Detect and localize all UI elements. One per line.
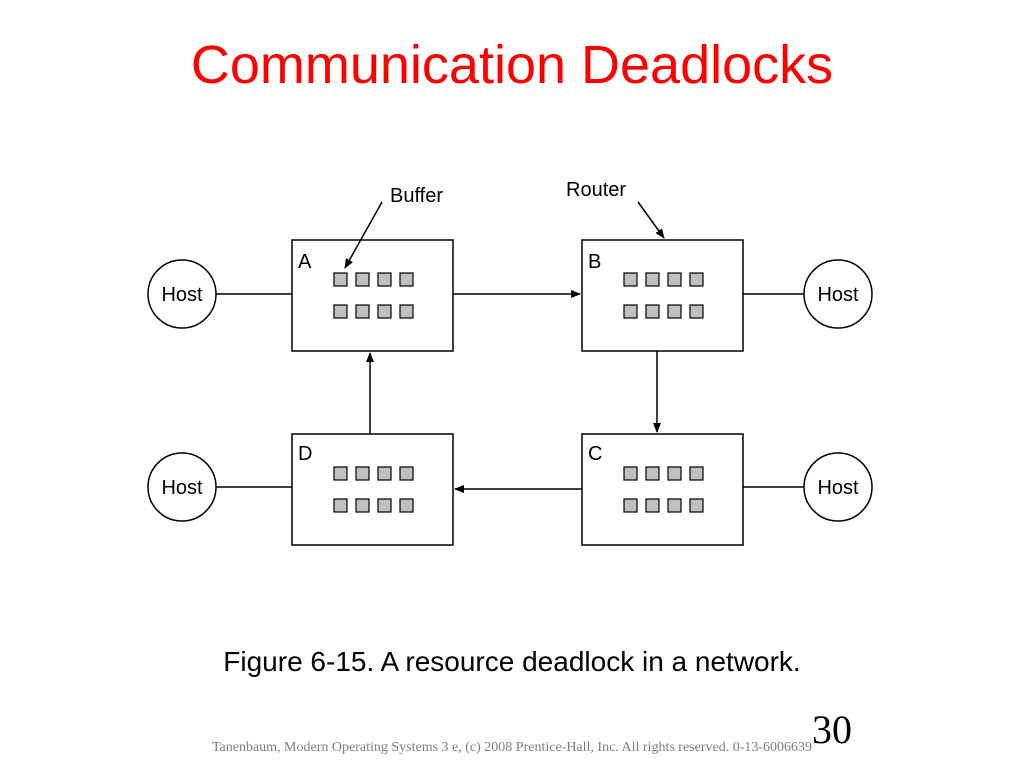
buffer-slot-a: [377, 272, 392, 287]
buffer-slot-d: [333, 498, 348, 513]
buffer-slot-b: [689, 272, 704, 287]
router-c-label: C: [588, 443, 602, 465]
router-d-label: D: [298, 443, 312, 465]
buffer-slot-d: [355, 466, 370, 481]
buffer-slot-d: [399, 466, 414, 481]
buffer-slot-b: [645, 304, 660, 319]
buffer-slot-b: [667, 304, 682, 319]
router-callout-label: Router: [566, 179, 626, 201]
slide-number: 30: [812, 707, 852, 752]
buffer-slot-c: [667, 466, 682, 481]
buffer-slot-a: [399, 304, 414, 319]
buffer-callout-label: Buffer: [390, 185, 443, 207]
buffer-slot-d: [355, 498, 370, 513]
buffer-slot-c: [645, 498, 660, 513]
host-b-label: Host: [817, 284, 859, 306]
buffer-slot-d: [377, 466, 392, 481]
buffer-slot-a: [333, 272, 348, 287]
buffer-slot-a: [377, 304, 392, 319]
copyright-footer: Tanenbaum, Modern Operating Systems 3 e,…: [211, 740, 813, 755]
router-a-box: [291, 239, 454, 352]
buffer-slot-d: [377, 498, 392, 513]
figure-caption: Figure 6-15. A resource deadlock in a ne…: [223, 646, 801, 677]
host-c-label: Host: [817, 477, 859, 499]
buffer-callout-arrow: [344, 201, 383, 269]
buffer-slot-b: [623, 272, 638, 287]
buffer-slot-a: [355, 272, 370, 287]
buffer-slot-c: [645, 466, 660, 481]
router-callout-arrow: [637, 201, 665, 239]
router-c-box: [581, 433, 744, 546]
buffer-slot-b: [645, 272, 660, 287]
slide-title: Communication Deadlocks: [190, 35, 834, 95]
buffer-slot-b: [689, 304, 704, 319]
buffer-slot-c: [689, 466, 704, 481]
buffer-slot-c: [623, 466, 638, 481]
host-a-label: Host: [161, 284, 203, 306]
router-a-label: A: [298, 251, 312, 273]
buffer-slot-c: [667, 498, 682, 513]
buffer-group: [333, 272, 704, 513]
router-b-box: [581, 239, 744, 352]
buffer-slot-d: [333, 466, 348, 481]
buffer-slot-b: [667, 272, 682, 287]
buffer-slot-b: [623, 304, 638, 319]
buffer-slot-d: [399, 498, 414, 513]
buffer-slot-c: [689, 498, 704, 513]
buffer-slot-a: [355, 304, 370, 319]
host-d-label: Host: [161, 477, 203, 499]
router-d-box: [291, 433, 454, 546]
buffer-slot-a: [399, 272, 414, 287]
router-b-label: B: [588, 251, 601, 273]
buffer-slot-a: [333, 304, 348, 319]
buffer-slot-c: [623, 498, 638, 513]
